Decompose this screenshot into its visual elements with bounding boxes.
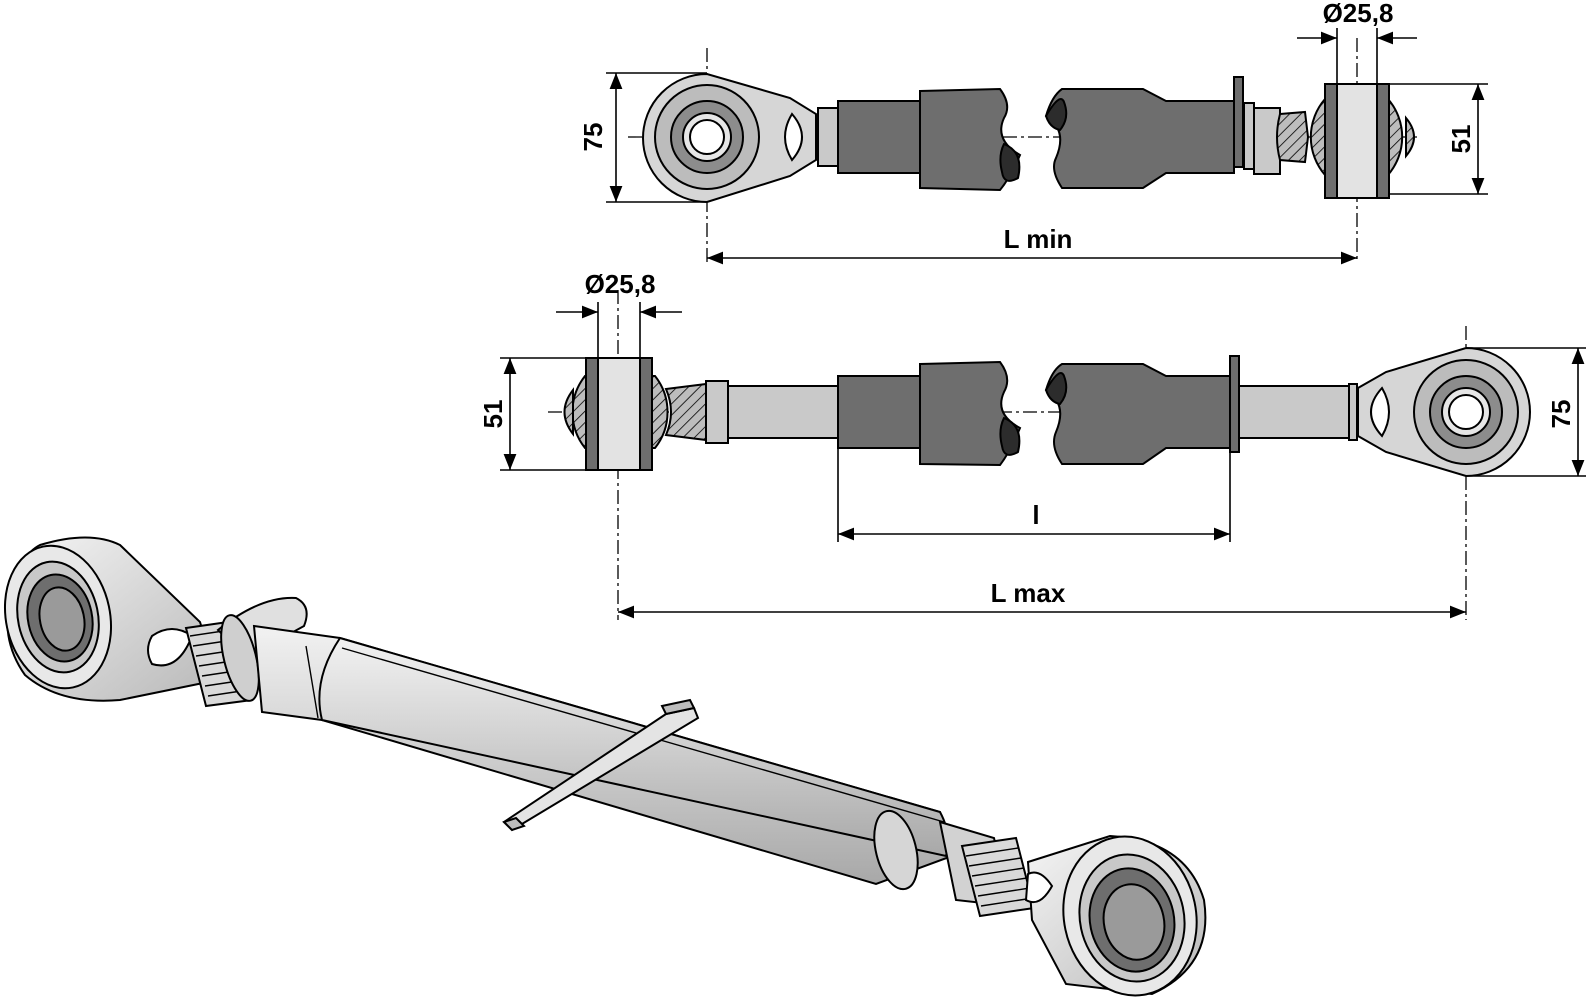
middle-view-lmax: Ø25,8 51 75 l L max — [478, 269, 1586, 620]
mid-ball-width-dimension: 51 — [478, 400, 508, 429]
isometric-top-link — [3, 536, 1207, 997]
length-min-dimension: L min — [1004, 224, 1073, 254]
length-max-dimension: L max — [991, 578, 1066, 608]
top-ball-width-dimension: 51 — [1446, 125, 1476, 154]
tube-length-dimension: l — [1032, 500, 1039, 530]
mid-eye-height-dimension: 75 — [1546, 400, 1576, 429]
top-view-lmin: Ø25,8 51 75 L min — [578, 0, 1488, 265]
top-bore-dimension: Ø25,8 — [1323, 0, 1394, 28]
mid-bore-dimension: Ø25,8 — [585, 269, 656, 299]
top-eye-height-dimension: 75 — [578, 123, 608, 152]
